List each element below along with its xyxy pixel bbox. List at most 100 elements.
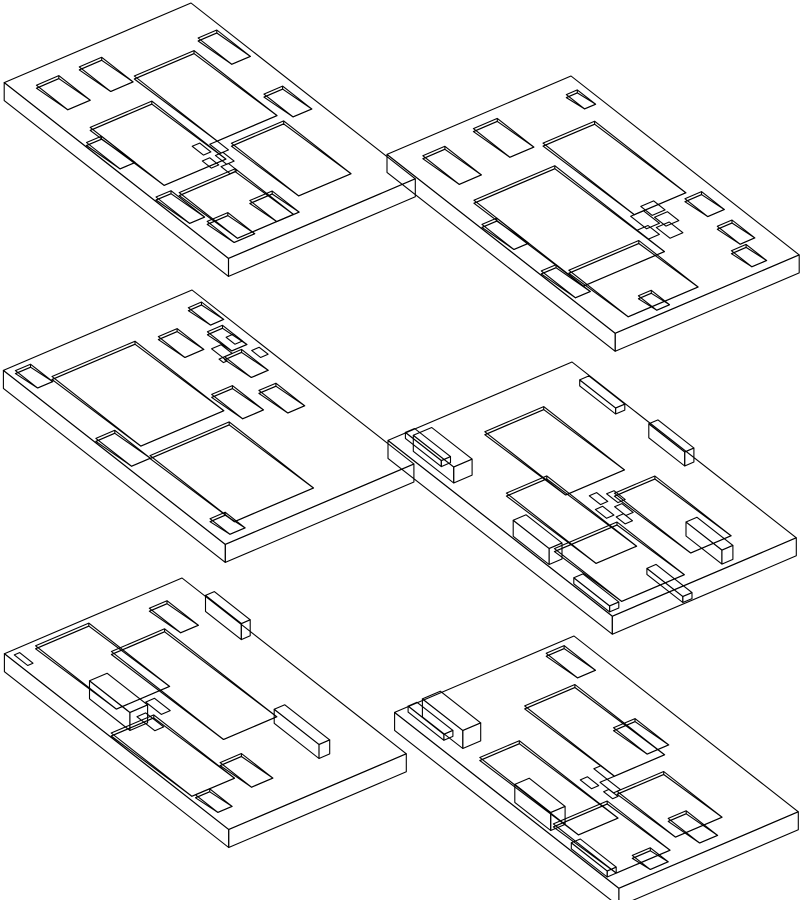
slab-front-face (394, 711, 620, 900)
pocket-wall-edge (95, 430, 116, 442)
large-pocket-rim (473, 165, 665, 287)
slab-front-face (386, 153, 616, 352)
micro-pad (220, 162, 238, 175)
large-pocket-floor (149, 424, 315, 523)
pocket-wall-edge (568, 240, 640, 274)
pocket-wall-edge (524, 684, 576, 710)
pocket-wall-edge (554, 522, 618, 553)
large-pocket-floor (89, 103, 227, 186)
small-pocket-rim (684, 191, 725, 218)
pocket-wall-edge (553, 801, 608, 828)
pocket-wall-edge (209, 512, 226, 523)
raised-block-front (570, 842, 608, 878)
micro-pad (640, 200, 666, 216)
pocket-wall-edge (667, 810, 687, 822)
small-pocket-floor (209, 514, 246, 535)
raised-block-front (646, 567, 684, 604)
raised-block-front (648, 423, 686, 467)
slab-v4 (387, 361, 797, 635)
small-pocket-floor (35, 78, 91, 111)
micro-pad (13, 652, 34, 667)
slab-v5 (3, 577, 407, 849)
pocket-wall-edge (541, 264, 557, 275)
micro-pad (145, 697, 171, 715)
raised-block-front (573, 577, 611, 613)
small-pocket-floor (684, 194, 725, 218)
slab-top-face (386, 75, 800, 334)
small-pocket-rim (35, 75, 91, 111)
large-pocket-floor (473, 168, 665, 287)
pocket-wall-edge (542, 121, 596, 147)
slab-top-face (3, 2, 416, 259)
pocket-wall-edge (197, 30, 218, 42)
slab-top-face (2, 289, 415, 545)
raised-block-top (404, 427, 452, 462)
small-pocket-rim (219, 752, 274, 788)
slab-front-face (2, 369, 226, 563)
pocket-wall-edge (479, 740, 520, 762)
pocket-wall-edge (51, 341, 136, 381)
micro-pad (636, 224, 660, 240)
large-pocket-floor (552, 803, 671, 874)
pocket-wall-edge (616, 771, 665, 795)
small-pocket-rim (78, 56, 134, 93)
large-pocket-floor (110, 631, 278, 741)
small-pocket-floor (78, 59, 134, 93)
raised-block-top (512, 514, 563, 550)
micro-pad (594, 505, 615, 519)
pocket-wall-edge (684, 191, 703, 203)
large-pocket-rim (613, 475, 732, 554)
pocket-wall-edge (545, 645, 565, 657)
raised-block-front (421, 698, 464, 750)
pocket-wall-edge (134, 50, 195, 80)
large-pocket-floor (178, 171, 295, 239)
small-pocket-rim (157, 328, 205, 359)
raised-block-top (646, 563, 693, 598)
pocket-wall-edge (86, 136, 102, 147)
micro-pad (588, 492, 609, 506)
slab-v2 (386, 75, 800, 352)
raised-block-top (273, 704, 331, 746)
pocket-wall-edge (195, 788, 211, 799)
large-pocket-floor (479, 743, 619, 836)
raised-block-front (685, 521, 723, 565)
large-pocket-floor (542, 123, 687, 216)
micro-pad (225, 333, 244, 345)
large-pocket-rim (524, 683, 666, 777)
pocket-wall-edge (89, 101, 153, 131)
large-pocket-rim (542, 120, 687, 216)
raised-block-top (685, 516, 734, 551)
slab-side-face (614, 254, 800, 352)
slab-v6 (394, 635, 799, 900)
micro-pad (218, 356, 228, 364)
slab-front-face (387, 439, 613, 635)
raised-block-top (412, 426, 473, 468)
pocket-wall-edge (263, 86, 284, 98)
pocket-wall-edge (473, 118, 498, 133)
large-pocket-rim (568, 239, 699, 318)
large-pocket-floor (51, 343, 225, 447)
raised-block-top (514, 777, 566, 814)
micro-pad (606, 490, 626, 504)
slab-side-face (227, 178, 416, 277)
pocket-wall-edge (731, 244, 747, 255)
slab-top-face (394, 635, 799, 889)
raised-block-top (648, 419, 695, 453)
slab-front-face (3, 82, 230, 277)
pocket-wall-edge (35, 623, 90, 650)
large-pocket-floor (230, 123, 352, 197)
micro-pad (655, 221, 684, 239)
micro-pad (201, 157, 220, 169)
pocket-wall-edge (224, 349, 243, 361)
pocket-wall-edge (110, 714, 155, 737)
large-pocket-rim (149, 421, 315, 523)
raised-block-top (579, 375, 626, 409)
pocket-wall-edge (149, 600, 168, 612)
micro-pad (579, 776, 600, 790)
large-pocket-floor (524, 686, 666, 777)
micro-pad (653, 211, 680, 227)
pocket-wall-edge (231, 120, 285, 147)
pocket-wall-edge (188, 302, 203, 312)
micro-pad (251, 346, 269, 359)
